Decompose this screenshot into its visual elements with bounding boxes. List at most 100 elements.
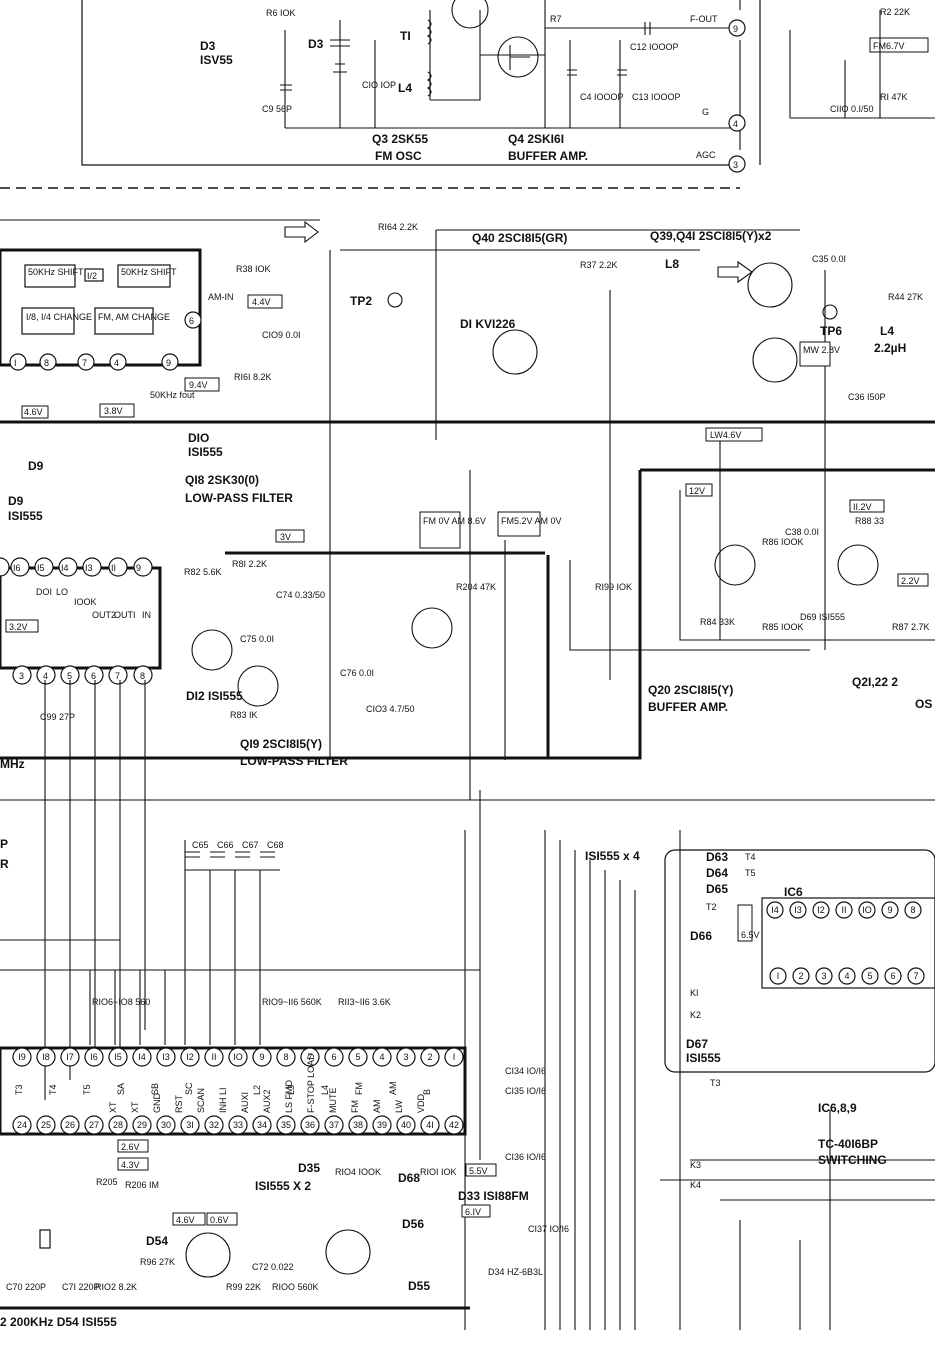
pll-pin-9: 9	[136, 563, 141, 573]
controller-bottom-pin-circle	[348, 1115, 368, 1135]
signal-arrow-2	[717, 260, 753, 284]
pll-ic-body	[0, 566, 162, 670]
q4-transistor-symbol	[497, 36, 539, 78]
r84-label: R84 33K	[700, 617, 735, 627]
ic6-top-pin-circle	[789, 901, 807, 919]
controller-bottom-pin-circle	[324, 1115, 344, 1135]
r101-label: RIOI IOK	[420, 1167, 457, 1177]
ic6-bottom-pin-label: 3	[821, 971, 826, 981]
ic-pin-7: 7	[82, 358, 87, 368]
controller-bottom-pin-label: 35	[281, 1120, 291, 1130]
ic6-bottom-pin-circle	[838, 967, 856, 985]
r161-label: RI6I 8.2K	[234, 372, 272, 382]
ic6-bottom-pin-circle	[907, 967, 925, 985]
q4-gate	[509, 45, 530, 70]
r6-label: R6 IOK	[266, 8, 296, 18]
pin-9-label: 9	[733, 24, 738, 34]
controller-bottom-pin-circle	[372, 1115, 392, 1135]
controller-top-pin-label: 7	[307, 1052, 312, 1062]
v55-label: 5.5V	[469, 1166, 488, 1176]
c14-label: C4 IOOOP	[580, 92, 624, 102]
v12-tag	[685, 483, 713, 497]
c74-label: C74 0.33/50	[276, 590, 325, 600]
ic6-bottom-pin-circle	[815, 967, 833, 985]
q-osc-transistor-symbol	[185, 1232, 231, 1278]
controller-top-name: SB	[150, 1083, 160, 1095]
ic6-bottom-pin-label: 6	[890, 971, 895, 981]
v112-label: II.2V	[853, 502, 872, 512]
d10-part-label: ISI555	[188, 445, 223, 459]
controller-top-name: T3	[14, 1084, 24, 1095]
ic6-body	[761, 897, 935, 989]
q3-desc-label: FM OSC	[375, 149, 422, 163]
d3-part-label: ISV55	[200, 53, 233, 67]
controller-bottom-name: LW	[394, 1100, 404, 1113]
ic-pin-4: 4	[114, 358, 119, 368]
controller-top-pin-circle	[444, 1047, 464, 1067]
pll-bpin-4: 4	[43, 671, 48, 681]
signal-wires	[430, 0, 741, 150]
ic6-top-pin-label: II	[841, 905, 846, 915]
controller-top-pin-label: I8	[42, 1052, 50, 1062]
fm0-label: FM 0V AM 8.6V	[423, 516, 486, 526]
t1-coil-symbol	[427, 19, 432, 97]
r88-label: R88 33	[855, 516, 884, 526]
ic6-top-pin-label: IO	[862, 905, 872, 915]
pll-pin-13: I3	[85, 563, 93, 573]
controller-top-pin-label: I3	[162, 1052, 170, 1062]
lw-label: LW4.6V	[710, 430, 741, 440]
controller-bottom-pin-circle	[396, 1115, 416, 1135]
d63-label: D63	[706, 850, 728, 864]
controller-top-pin-circle	[300, 1047, 320, 1067]
c99-label: C99 27P	[40, 712, 75, 722]
q21-label: Q2I,22 2	[852, 675, 898, 689]
controller-bottom-pin-label: 32	[209, 1120, 219, 1130]
controller-bottom-pin-label: 34	[257, 1120, 267, 1130]
tp2-testpoint	[387, 292, 403, 308]
ic6-desc-label: IC6,8,9	[818, 1101, 857, 1115]
q18-label: QI8 2SK30(0)	[185, 473, 259, 487]
r199-label: RI99 IOK	[595, 582, 632, 592]
c137-label: CI37 IO/I6	[528, 1224, 569, 1234]
change-block-2	[94, 307, 154, 335]
c13-label: C13 IOOOP	[632, 92, 681, 102]
ic6-bottom-pin-circle	[884, 967, 902, 985]
c38-label: C38 0.0I	[785, 527, 819, 537]
controller-bottom-name: F-STOP LOAD	[306, 1053, 316, 1113]
control-ic-box	[0, 248, 202, 367]
r113-116-label: RII3~II6 3.6K	[338, 997, 391, 1007]
v46-tag	[21, 405, 49, 419]
d67-label: D67	[686, 1037, 708, 1051]
controller-bottom-name: RST	[174, 1094, 184, 1113]
ic6-top-pin-label: I3	[794, 905, 802, 915]
l4-value-label: 2.2µH	[874, 341, 906, 355]
ic6-top-pin-circle	[766, 901, 784, 919]
d35-part-label: ISI555 X 2	[255, 1179, 311, 1193]
c36-label: C36 I50P	[848, 392, 886, 402]
controller-bottom-name: MUTE	[328, 1088, 338, 1114]
controller-top-pin-label: I4	[138, 1052, 146, 1062]
d3-inline-label: D3	[308, 37, 324, 51]
controller-top-pin-circle	[420, 1047, 440, 1067]
q20-desc-label: BUFFER AMP.	[648, 700, 728, 714]
r109-116-label: RIO9~II6 560K	[262, 997, 322, 1007]
d64-label: D64	[706, 866, 728, 880]
controller-bottom-name: GND	[152, 1093, 162, 1114]
right-wires	[789, 10, 935, 119]
tp6-testpoint	[822, 304, 838, 320]
controller-bottom-name: AM	[372, 1100, 382, 1114]
fm0-tag	[419, 511, 461, 549]
pll-pin-16: I6	[13, 563, 21, 573]
switching-module-outline	[664, 849, 935, 1073]
pll-name-do1: DOI	[36, 587, 52, 597]
q40-transistor-symbol	[492, 329, 538, 375]
r2-label: R2 22K	[880, 7, 910, 17]
ic6-top-pin-circle	[858, 901, 876, 919]
r96-label: R96 27K	[140, 1257, 175, 1267]
controller-top-pin-circle	[60, 1047, 80, 1067]
t4-label: T4	[745, 852, 756, 862]
controller-bottom-pin-circle	[132, 1115, 152, 1135]
v46b-tag	[172, 1212, 206, 1226]
q3-transistor-symbol	[451, 0, 489, 29]
